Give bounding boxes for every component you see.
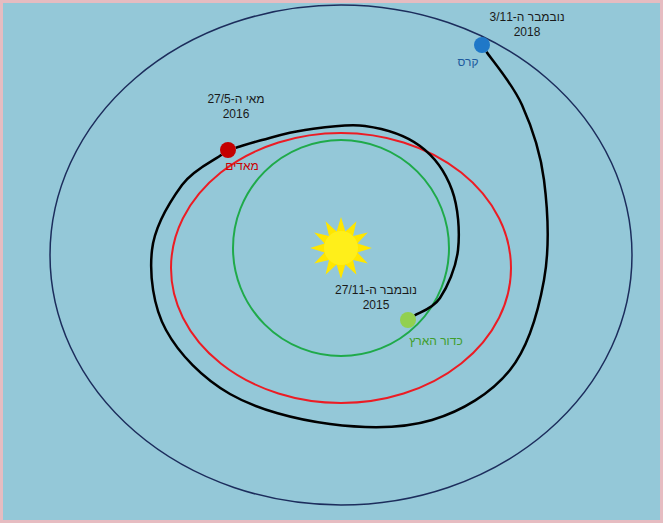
trajectory-line [151,52,547,427]
planet-name: מאדים [224,159,260,174]
trajectory-line [236,125,459,315]
earth-orbit [233,140,449,356]
planet-dot: נובמבר ה-27/11 2015כדור הארץ [400,312,416,328]
sun-disc [324,231,358,265]
planet-dot: נובמבר ה-3/11 2018קרס [474,37,490,53]
planet-name: כדור הארץ [408,334,464,349]
sun-rays [310,217,372,279]
planet-name: קרס [457,55,480,70]
ceres-orbit [50,5,632,505]
date-label: מאי ה-27/5 2016 [198,92,274,122]
sun-symbol [310,217,372,279]
planet-dot: מאי ה-27/5 2016מאדים [220,142,236,158]
date-label: נובמבר ה-27/11 2015 [326,283,426,313]
date-label: נובמבר ה-3/11 2018 [480,10,574,40]
mars-orbit [171,133,511,403]
